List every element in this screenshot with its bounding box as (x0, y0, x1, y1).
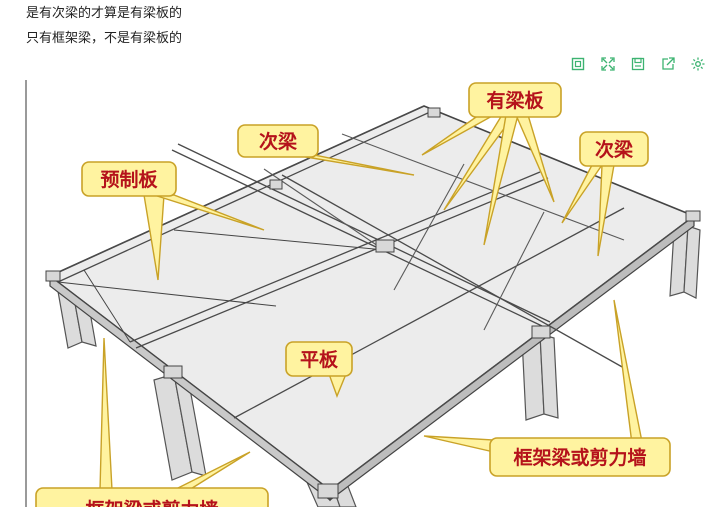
callout-label-yuzhiban: 预制板 (100, 168, 158, 191)
post-text-line-2: 只有框架梁，不是有梁板的 (26, 31, 183, 46)
image-toolbar (563, 51, 713, 77)
structure-diagram-image: 有梁板 次梁 次梁 预制板 平板 框架梁或剪力墙 框架梁或剪力墙 (24, 80, 713, 507)
post-text-line-1: 是有次梁的才算是有梁板的 (26, 6, 183, 21)
callout-label-ciliang-right: 次梁 (595, 138, 634, 161)
frame-beams (49, 105, 695, 491)
callout-boxes (35, 82, 671, 507)
callout-label-youliangban: 有梁板 (486, 89, 544, 112)
callout-label-kuangjia-right: 框架梁或剪力墙 (513, 446, 646, 469)
fullscreen-icon[interactable] (593, 51, 623, 77)
column-caps (45, 107, 701, 499)
fit-icon[interactable] (563, 51, 593, 77)
precast-slab-lines (57, 229, 385, 343)
settings-icon[interactable] (683, 51, 713, 77)
callout-label-pingban: 平板 (300, 348, 339, 371)
callout-pointers (99, 114, 645, 491)
secondary-beams (263, 133, 625, 331)
callout-label-ciliang-left: 次梁 (259, 130, 298, 153)
share-icon[interactable] (653, 51, 683, 77)
callout-label-kuangjia-left: 框架梁或剪力墙 (85, 498, 218, 507)
save-icon[interactable] (623, 51, 653, 77)
